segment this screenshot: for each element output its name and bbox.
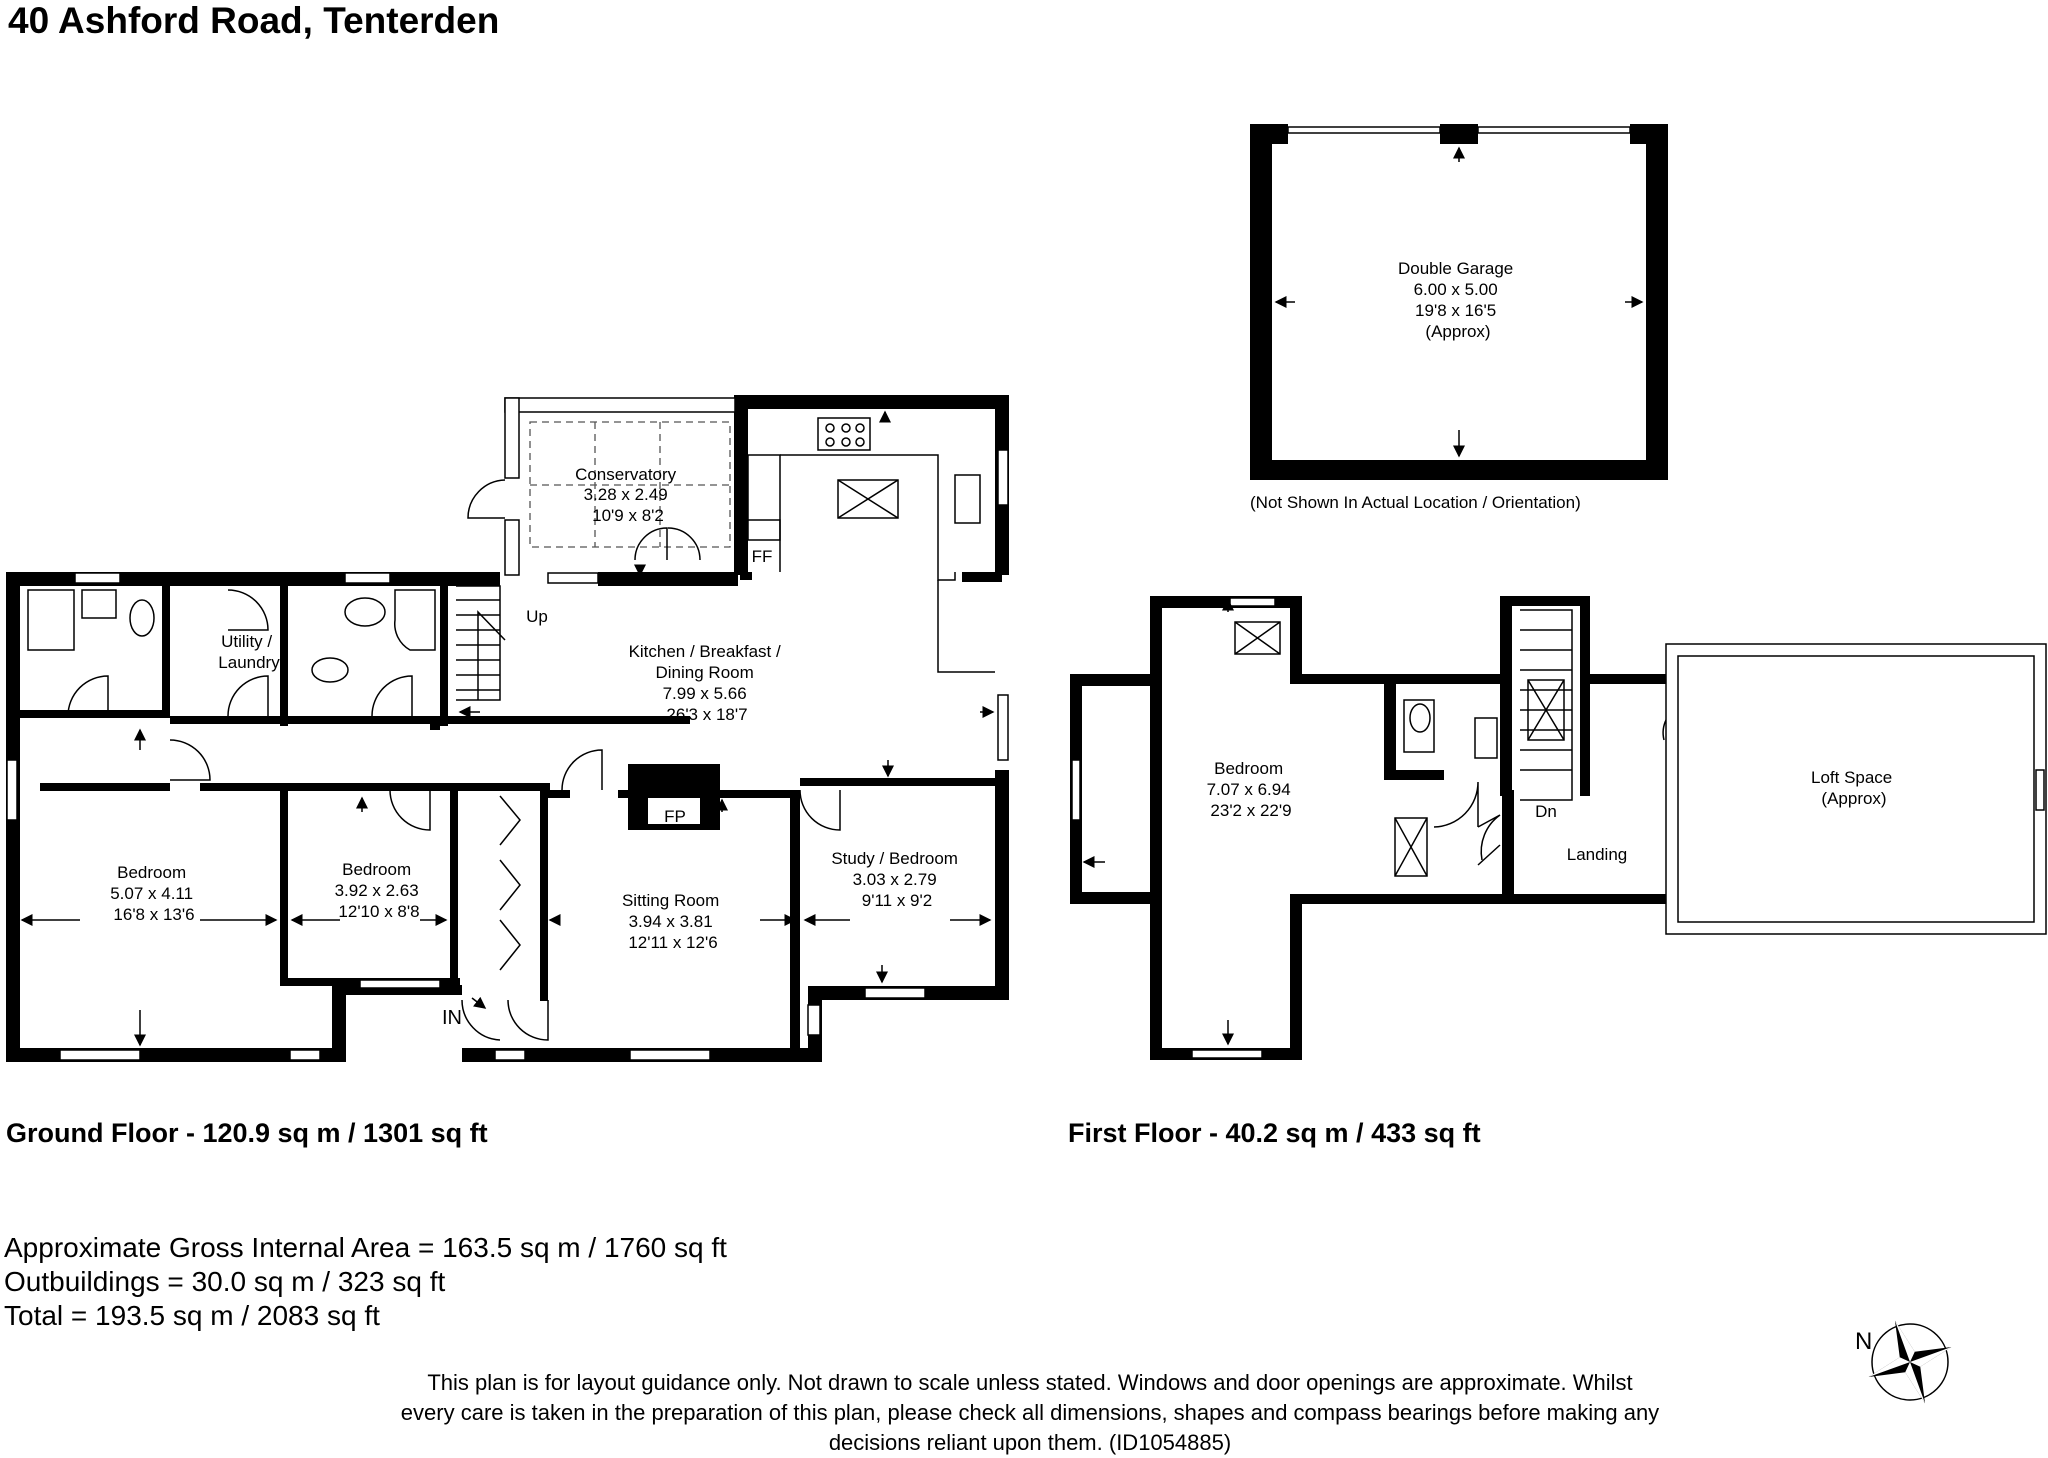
gross-area: Approximate Gross Internal Area = 163.5 … xyxy=(4,1232,727,1263)
bedroom-2-label: Bedroom 3.92 x 2.63 12'10 x 8'8 xyxy=(335,860,424,921)
entrance-label: IN xyxy=(442,1007,462,1029)
compass-north-label: N xyxy=(1855,1328,1872,1355)
ground-floor-plan: Conservatory 3.28 x 2.49 10'9 x 8'2 Kitc… xyxy=(6,395,1009,1062)
fireplace-label: FP xyxy=(664,807,686,826)
study-label: Study / Bedroom 3.03 x 2.79 9'11 x 9'2 xyxy=(831,849,962,910)
sitting-room-label: Sitting Room 3.94 x 3.81 12'11 x 12'6 xyxy=(622,891,724,952)
outbuildings-area: Outbuildings = 30.0 sq m / 323 sq ft xyxy=(4,1266,446,1297)
stairs-down-label: Dn xyxy=(1535,802,1557,821)
garage-note: (Not Shown In Actual Location / Orientat… xyxy=(1250,493,1581,512)
first-floor-label: First Floor - 40.2 sq m / 433 sq ft xyxy=(1068,1118,1481,1148)
disclaimer: This plan is for layout guidance only. N… xyxy=(400,1370,1660,1455)
conservatory-label: Conservatory 3.28 x 2.49 10'9 x 8'2 xyxy=(575,465,681,525)
compass-icon xyxy=(1868,1320,1952,1404)
stairs-up-label: Up xyxy=(526,607,548,626)
fridge-freezer-label: FF xyxy=(752,547,773,566)
page-title: 40 Ashford Road, Tenterden xyxy=(8,0,500,41)
ground-floor-label: Ground Floor - 120.9 sq m / 1301 sq ft xyxy=(6,1118,488,1148)
landing-label: Landing xyxy=(1567,845,1628,864)
garage-label: Double Garage 6.00 x 5.00 19'8 x 16'5 (A… xyxy=(1398,259,1518,341)
loft-label: Loft Space (Approx) xyxy=(1811,768,1897,808)
first-floor-plan: Bedroom 7.07 x 6.94 23'2 x 22'9 Landing … xyxy=(1070,596,2047,1060)
bedroom-1-label: Bedroom 5.07 x 4.11 16'8 x 13'6 xyxy=(110,863,198,924)
utility-label: Utility / Laundry xyxy=(218,632,280,672)
kitchen-label: Kitchen / Breakfast / Dining Room 7.99 x… xyxy=(629,642,786,724)
total-area: Total = 193.5 sq m / 2083 sq ft xyxy=(4,1300,380,1331)
first-bedroom-label: Bedroom 7.07 x 6.94 23'2 x 22'9 xyxy=(1207,759,1296,820)
garage-plan: Double Garage 6.00 x 5.00 19'8 x 16'5 (A… xyxy=(1250,124,1668,512)
